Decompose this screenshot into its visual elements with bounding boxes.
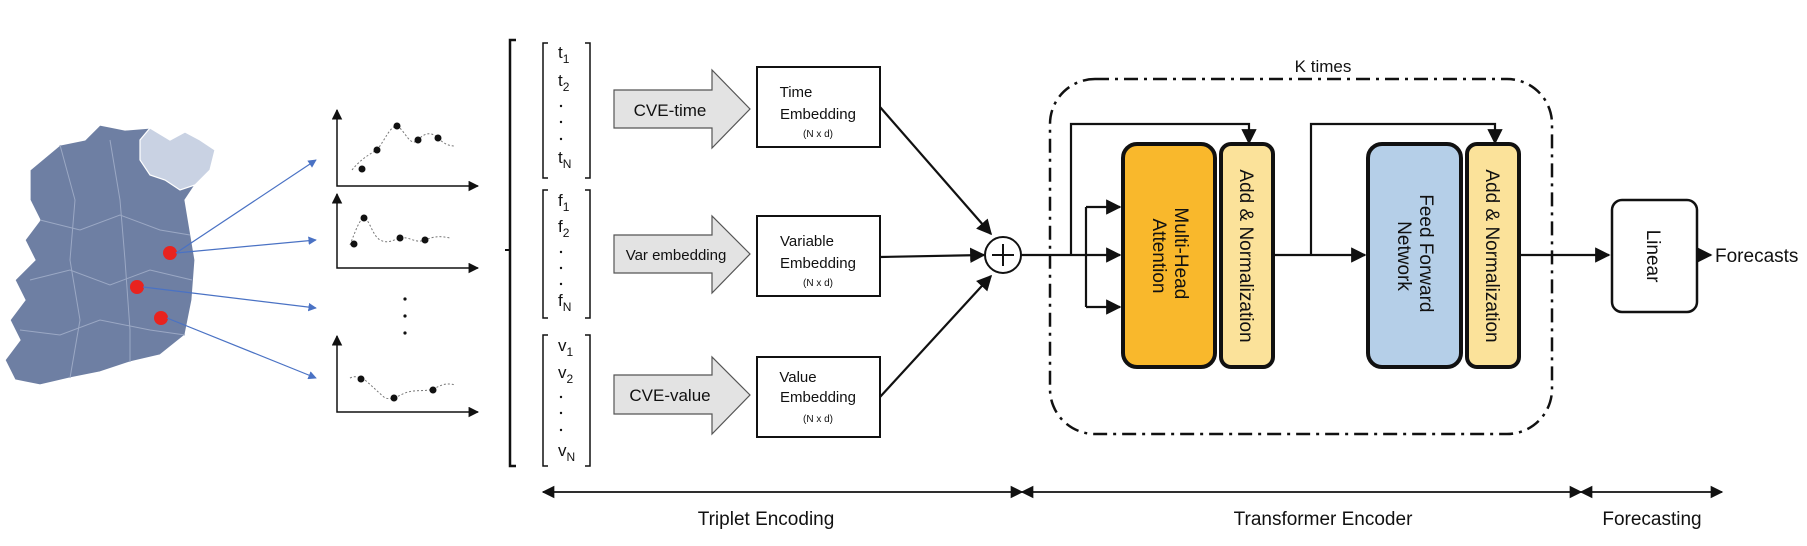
k-times-loop <box>1048 77 1554 436</box>
station-marker-2 <box>130 280 144 294</box>
time-first: t <box>558 43 563 62</box>
time-embedding-box <box>756 66 881 148</box>
attention-line1: Multi-Head <box>1170 207 1191 299</box>
time-embedding-dims: (N x d) <box>803 129 833 140</box>
variable-embedding-line1: Variable <box>780 233 834 250</box>
feature-last: f <box>558 291 563 310</box>
sum-node <box>984 236 1022 274</box>
value-first-sub: 1 <box>567 345 574 359</box>
cve-value-arrow <box>613 355 751 436</box>
time-embedding-line1: Time <box>780 84 813 101</box>
svg-text:f1: f1 <box>558 191 570 214</box>
ellipsis-dots <box>403 297 407 335</box>
input-big-bracket <box>508 38 516 468</box>
pointer-line-3 <box>142 286 317 312</box>
feature-first: f <box>558 191 563 210</box>
cve-time-label: CVE-time <box>634 101 707 120</box>
time-second-sub: 2 <box>563 80 570 94</box>
svg-text:f2: f2 <box>558 217 570 240</box>
cve-value-label: CVE-value <box>629 386 710 405</box>
ffn-line2: Network <box>1393 221 1414 291</box>
svg-text:v1: v1 <box>558 336 574 359</box>
pointer-line-1 <box>175 159 317 254</box>
value-last-sub: N <box>567 450 576 464</box>
svg-text:fN: fN <box>558 291 571 314</box>
svg-text:v2: v2 <box>558 363 574 386</box>
var-embedding-arrow <box>613 214 751 295</box>
svg-text:tN: tN <box>558 148 571 171</box>
value-second: v <box>558 363 567 382</box>
time-last-sub: N <box>563 157 572 171</box>
value-embedding-dims: (N x d) <box>803 414 833 425</box>
value-second-sub: 2 <box>567 372 574 386</box>
station-marker-1 <box>163 246 177 260</box>
value-last: v <box>558 441 567 460</box>
time-first-sub: 1 <box>563 52 570 66</box>
add-norm-label-1: Add & Normalization <box>1235 169 1256 342</box>
add-norm-label-2: Add & Normalization <box>1481 169 1502 342</box>
pointer-line-2 <box>175 236 317 254</box>
svg-text:Feed Forward Network: Feed Forward Network <box>1393 194 1436 318</box>
variable-embedding-dims: (N x d) <box>803 278 833 289</box>
svg-text:vN: vN <box>558 441 575 464</box>
station-marker-3 <box>154 311 168 325</box>
variable-embedding-box <box>756 215 881 297</box>
feed-forward-block <box>1366 142 1463 369</box>
attention-line2: Attention <box>1148 219 1169 294</box>
time-second: t <box>558 71 563 90</box>
svg-text:t2: t2 <box>558 71 570 94</box>
mini-plot-3 <box>331 334 480 418</box>
svg-text:Multi-Head Attention: Multi-Head Attention <box>1148 207 1191 304</box>
time-embedding-line2: Embedding <box>780 106 856 123</box>
pointer-line-4 <box>166 317 317 380</box>
multi-head-attention-block <box>1121 142 1217 369</box>
feature-last-sub: N <box>563 300 572 314</box>
feature-first-sub: 1 <box>563 200 570 214</box>
cve-time-arrow <box>613 68 751 150</box>
ireland-map <box>4 124 216 386</box>
stage-label-forecasting: Forecasting <box>1602 509 1701 530</box>
value-first: v <box>558 336 567 355</box>
value-embedding-line1: Value <box>779 369 816 386</box>
feature-second-sub: 2 <box>563 226 570 240</box>
variable-embedding-line2: Embedding <box>780 255 856 272</box>
stage-label-transformer: Transformer Encoder <box>1234 509 1413 530</box>
ffn-line1: Feed Forward <box>1415 194 1436 312</box>
svg-text:t1: t1 <box>558 43 570 66</box>
linear-label: Linear <box>1642 230 1663 283</box>
forecasts-label: Forecasts <box>1715 246 1798 267</box>
mini-plot-1 <box>331 108 480 192</box>
k-times-label: K times <box>1295 57 1352 76</box>
var-embedding-label: Var embedding <box>626 247 727 264</box>
value-embedding-line2: Embedding <box>780 389 856 406</box>
time-last: t <box>558 148 563 167</box>
feature-second: f <box>558 217 563 236</box>
stage-label-triplet: Triplet Encoding <box>698 509 835 530</box>
mini-plot-2 <box>331 192 480 274</box>
